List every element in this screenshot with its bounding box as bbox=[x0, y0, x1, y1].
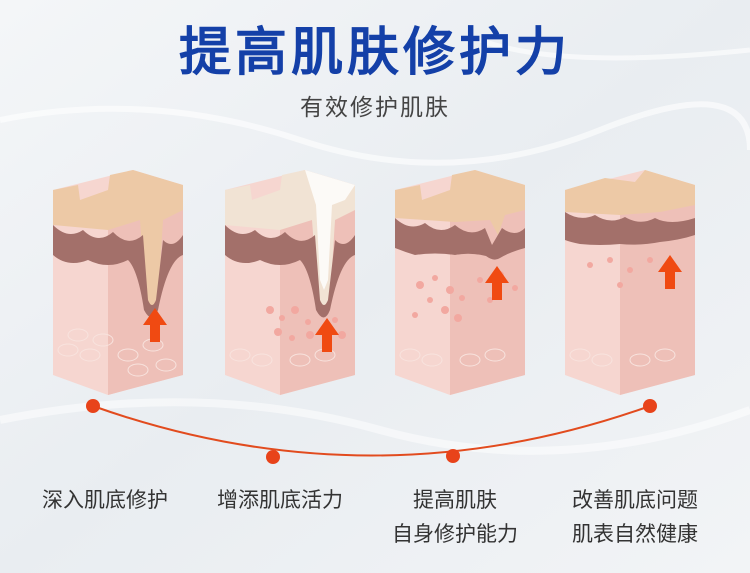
page-title: 提高肌肤修护力 bbox=[178, 23, 571, 83]
step-label-3: 提高肌肤 自身修护能力 bbox=[365, 483, 545, 551]
step-label-1-line1: 深入肌底修护 bbox=[42, 488, 168, 512]
up-arrow-icon bbox=[485, 266, 509, 300]
curve-dot-3 bbox=[446, 449, 460, 463]
curve-dot-4 bbox=[643, 399, 657, 413]
skin-illustration-1 bbox=[53, 170, 183, 395]
up-arrow-icon bbox=[143, 308, 167, 342]
step-label-4-line1: 改善肌底问题 bbox=[572, 488, 698, 512]
progress-curve bbox=[86, 399, 657, 464]
up-arrow-icon bbox=[658, 255, 682, 289]
step-label-1: 深入肌底修护 bbox=[15, 483, 195, 517]
up-arrow-icon bbox=[315, 318, 339, 352]
curve-dot-1 bbox=[86, 399, 100, 413]
step-label-4: 改善肌底问题 肌表自然健康 bbox=[545, 483, 725, 551]
step-label-4-line2: 肌表自然健康 bbox=[572, 522, 698, 546]
step-label-2: 增添肌底活力 bbox=[190, 483, 370, 517]
page-subtitle: 有效修护肌肤 bbox=[300, 95, 450, 121]
step-label-3-line1: 提高肌肤 bbox=[413, 488, 497, 512]
curve-dot-2 bbox=[266, 450, 280, 464]
skin-illustration-2 bbox=[225, 170, 355, 395]
skin-illustration-4 bbox=[565, 170, 695, 395]
step-label-3-line2: 自身修护能力 bbox=[392, 522, 518, 546]
skin-illustration-3 bbox=[395, 170, 525, 395]
step-label-2-line1: 增添肌底活力 bbox=[217, 488, 343, 512]
